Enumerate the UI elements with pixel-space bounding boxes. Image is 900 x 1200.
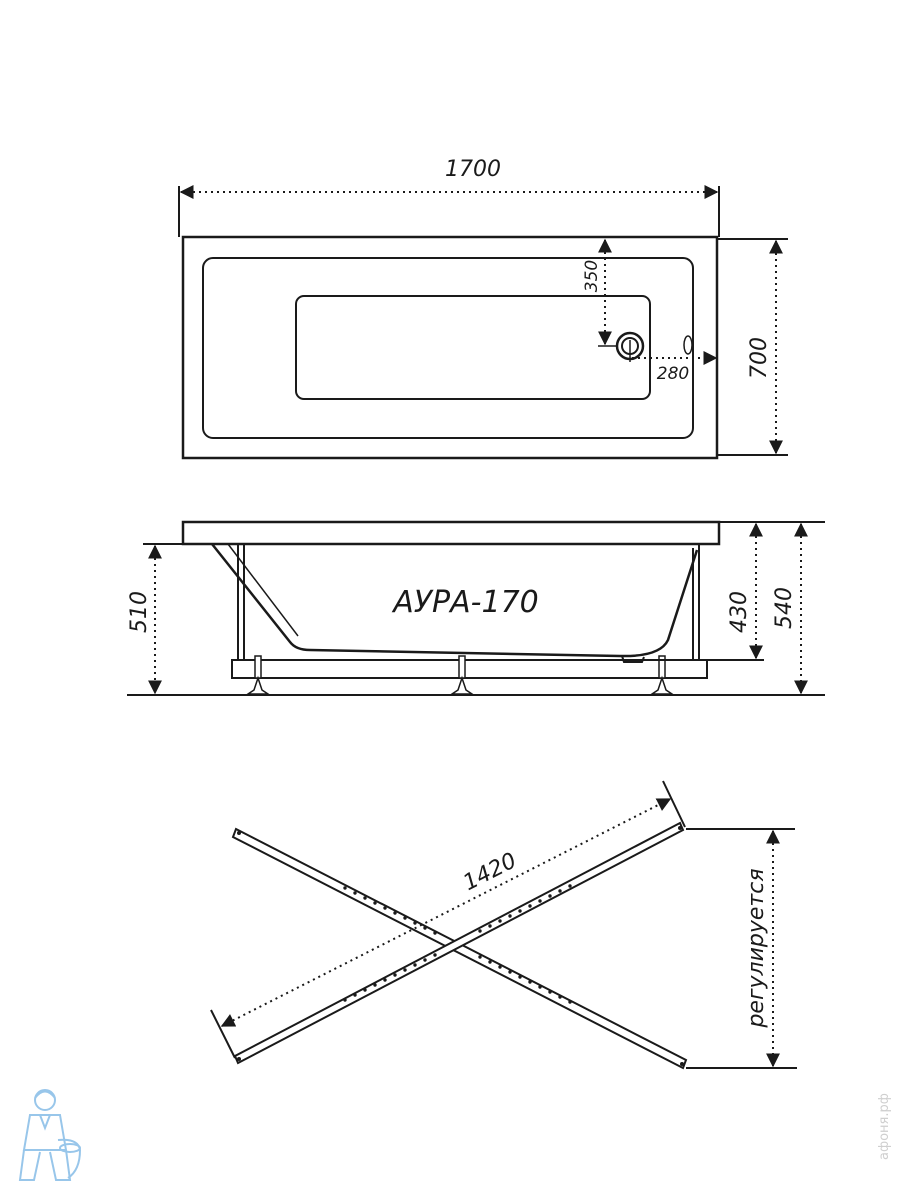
frame-view: 1420 регулируется bbox=[210, 780, 797, 1070]
ext-line bbox=[662, 780, 686, 828]
side-view: АУРА-170 510 430 540 bbox=[127, 520, 825, 696]
dim-drain-end-label: 280 bbox=[657, 364, 689, 384]
watermark-text: афоня.рф bbox=[877, 1093, 892, 1160]
tub-bowl-profile bbox=[211, 543, 699, 658]
model-name: АУРА-170 bbox=[391, 585, 539, 620]
dim-total-height-label: 540 bbox=[772, 587, 797, 629]
top-view: 1700 700 350 280 bbox=[178, 157, 788, 460]
frame-foot bbox=[449, 655, 475, 695]
dim-adjustable-label: регулируется bbox=[744, 868, 769, 1028]
overflow-icon bbox=[683, 335, 693, 355]
frame-base bbox=[231, 659, 708, 679]
tub-outer-rim bbox=[181, 235, 719, 460]
dim-diagonal-label: 1420 bbox=[459, 848, 520, 896]
dim-drain-edge-label: 350 bbox=[582, 260, 602, 292]
frame-foot bbox=[649, 655, 675, 695]
dim-bowl-depth-label: 430 bbox=[727, 591, 752, 633]
mascot-logo bbox=[18, 1089, 82, 1181]
dim-line-diagonal bbox=[220, 798, 672, 1027]
dim-width-label: 700 bbox=[747, 337, 772, 379]
tub-bottom bbox=[295, 295, 651, 400]
tub-bowl-inner bbox=[227, 543, 299, 637]
tub-rim-side bbox=[181, 520, 721, 546]
dim-length-label: 1700 bbox=[445, 157, 501, 182]
tub-inner-edge bbox=[202, 257, 694, 439]
frame-foot bbox=[245, 655, 271, 695]
ext-line bbox=[210, 1009, 236, 1059]
dim-frame-height-label: 510 bbox=[127, 591, 152, 633]
